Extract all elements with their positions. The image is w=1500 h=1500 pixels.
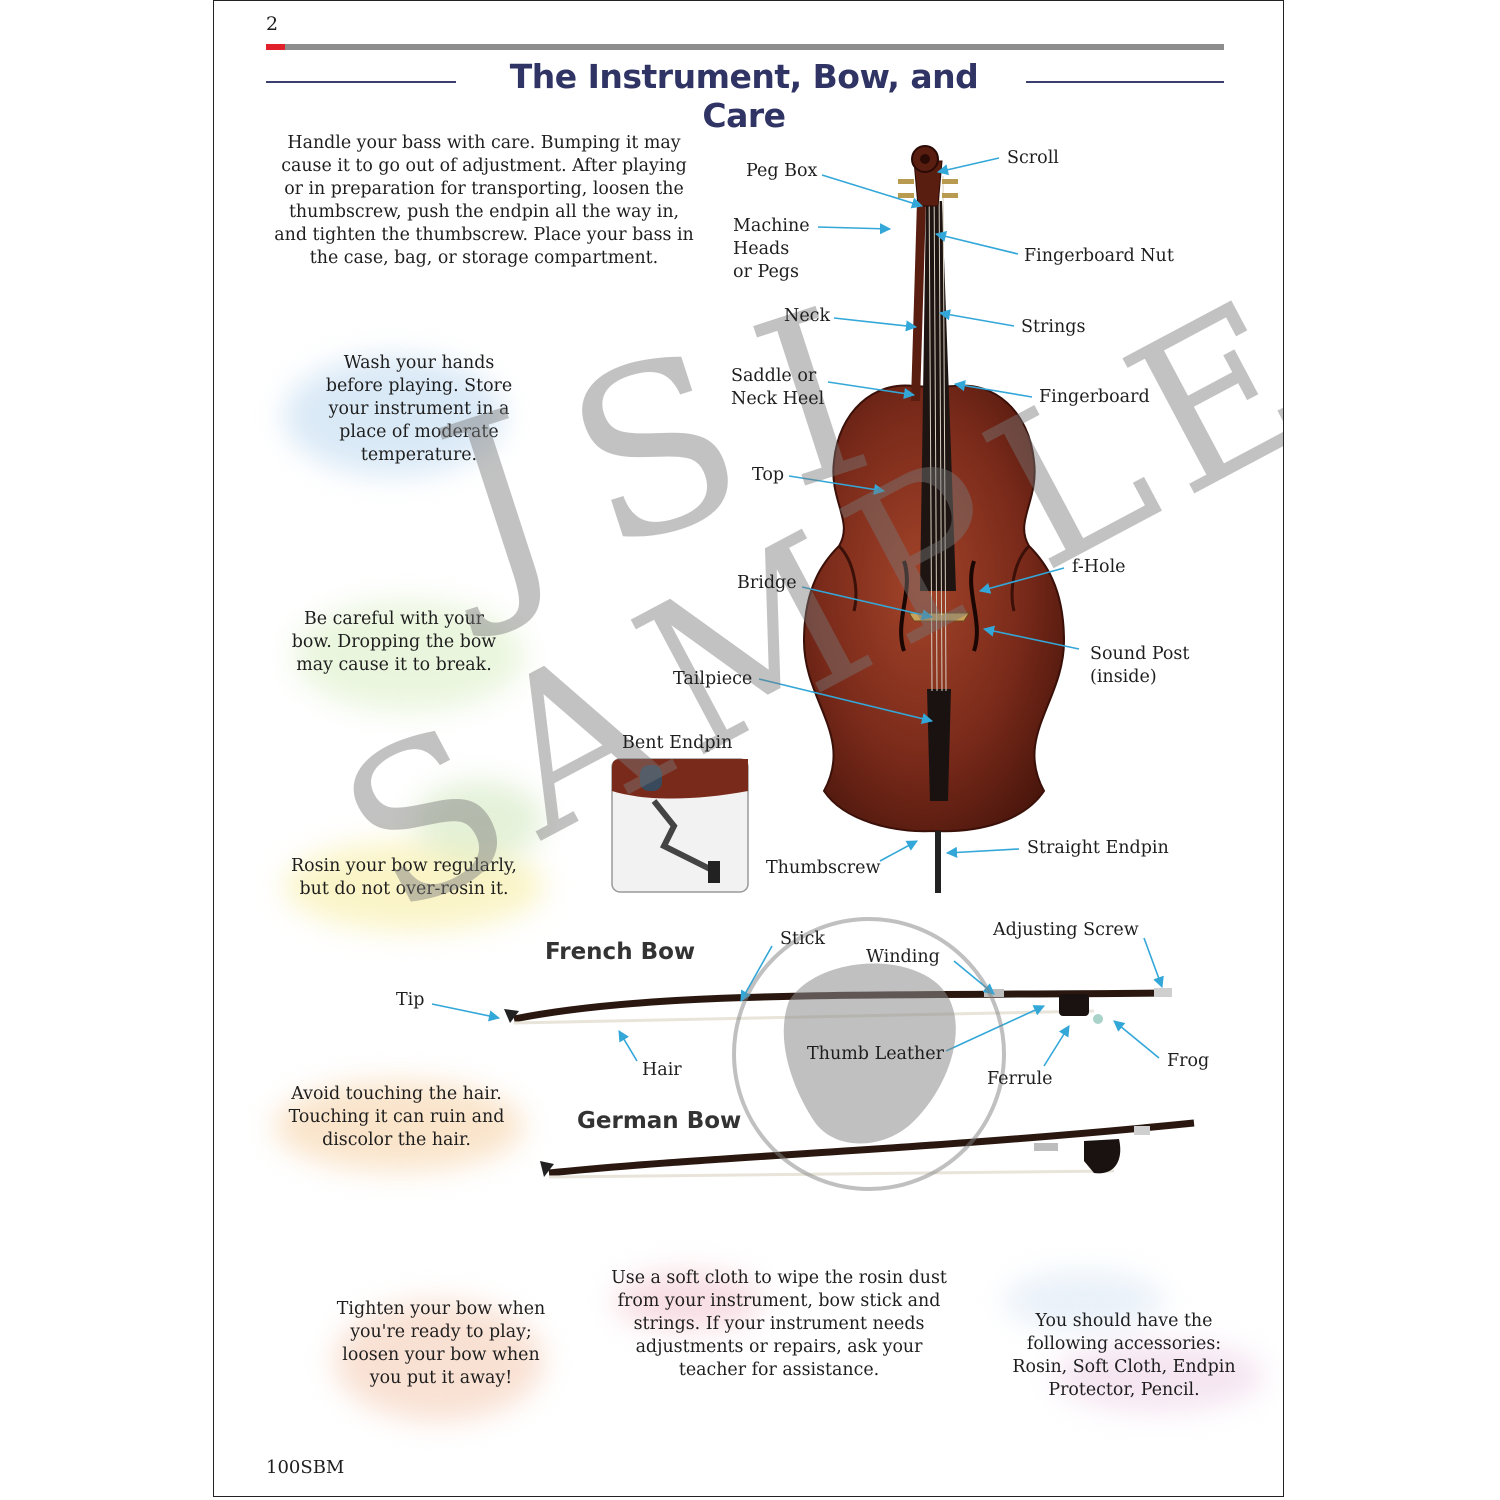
label-ferrule: Ferrule (987, 1068, 1053, 1091)
french-bow-title: French Bow (545, 939, 695, 965)
label-bridge: Bridge (737, 572, 797, 595)
label-tailpiece: Tailpiece (673, 668, 752, 691)
label-peg-box: Peg Box (746, 160, 817, 183)
label-sound-post-2: (inside) (1090, 666, 1157, 689)
music-book-page: 2 The Instrument, Bow, and Care Handle y… (213, 0, 1284, 1497)
footer-code: 100SBM (266, 1457, 344, 1478)
label-f-hole: f-Hole (1072, 556, 1126, 579)
tailpiece (927, 689, 951, 801)
label-machine-heads-2: Heads (733, 238, 789, 261)
label-hair: Hair (642, 1059, 682, 1082)
label-neck: Neck (784, 305, 830, 328)
label-tip: Tip (396, 989, 424, 1012)
label-straight-endpin: Straight Endpin (1027, 837, 1169, 860)
label-strings: Strings (1021, 316, 1085, 339)
label-saddle-1: Saddle or (731, 365, 816, 388)
label-fingerboard-nut: Fingerboard Nut (1024, 245, 1174, 268)
label-bent-endpin: Bent Endpin (622, 732, 732, 755)
label-sound-post-1: Sound Post (1090, 643, 1189, 666)
label-fingerboard: Fingerboard (1039, 386, 1150, 409)
label-machine-heads-1: Machine (733, 215, 810, 238)
label-adjusting-screw: Adjusting Screw (993, 919, 1139, 942)
label-saddle-2: Neck Heel (731, 388, 824, 411)
label-stick: Stick (780, 928, 825, 951)
label-frog: Frog (1167, 1050, 1209, 1073)
label-thumbscrew: Thumbscrew (766, 857, 881, 880)
label-thumb-leather: Thumb Leather (807, 1043, 944, 1066)
label-top: Top (752, 464, 784, 487)
straight-endpin (935, 831, 941, 893)
label-machine-heads-3: or Pegs (733, 261, 799, 284)
german-bow-title: German Bow (577, 1108, 741, 1134)
label-scroll: Scroll (1007, 147, 1059, 170)
label-winding: Winding (866, 946, 940, 969)
